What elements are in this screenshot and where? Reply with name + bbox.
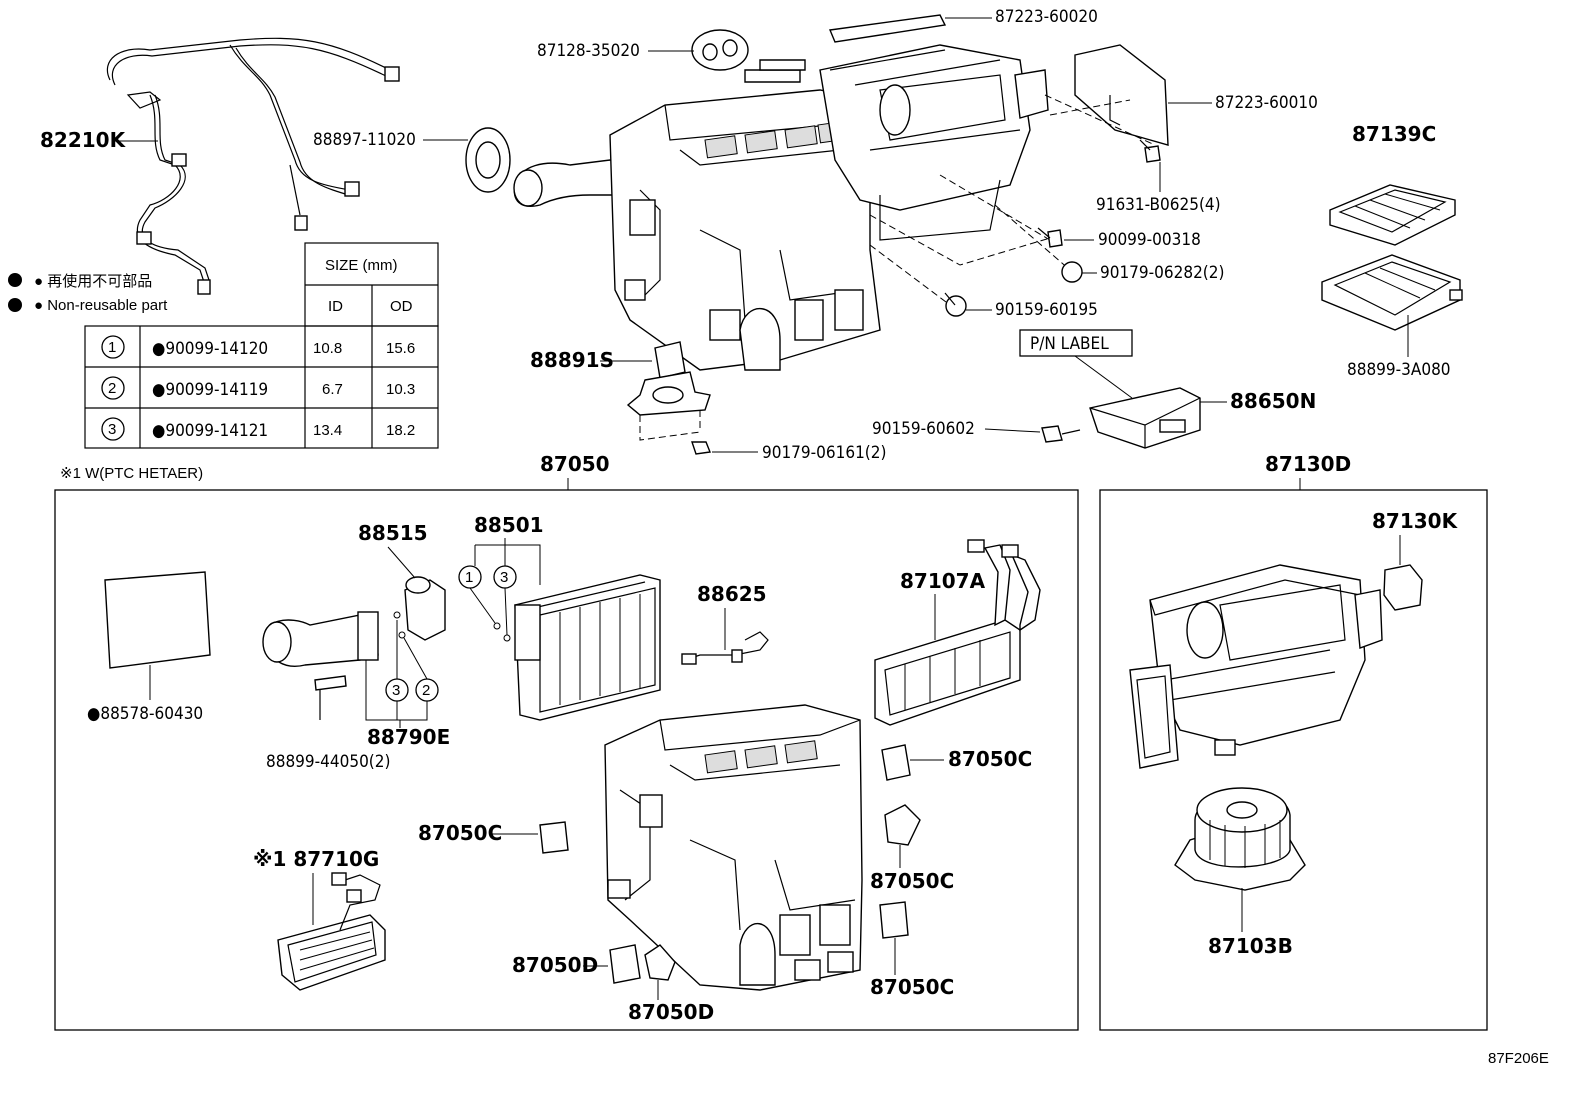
label-87130D: 87130D <box>1265 452 1351 476</box>
pipe-drawing <box>262 611 406 720</box>
label-87223-60020: 87223-60020 <box>995 7 1098 27</box>
seal-drawing <box>644 944 676 981</box>
label-87139C: 87139C <box>1352 122 1436 146</box>
size-table: SIZE (mm) ID OD 1 ●90099-14120 10.8 15.6… <box>84 242 439 449</box>
table-col-od: OD <box>390 298 413 315</box>
label-88501: 88501 <box>474 513 544 537</box>
table-row-part: ●90099-14120 <box>152 339 268 359</box>
seal-drawing <box>879 901 909 939</box>
module-drawing <box>1041 387 1201 449</box>
label-88899-44050: 88899-44050(2) <box>266 752 390 772</box>
circled-number <box>101 417 125 441</box>
label-90179-06161: 90179-06161(2) <box>762 443 886 463</box>
circled-number <box>101 335 125 359</box>
table-row-part: ●90099-14119 <box>152 380 268 400</box>
label-87050C-d: 87050C <box>870 975 954 999</box>
table-row-od: 10.3 <box>386 381 415 398</box>
bullet-icon <box>8 273 22 287</box>
blower-motor-drawing <box>1174 787 1306 891</box>
label-88578-60430: ●88578-60430 <box>87 704 203 724</box>
circled-number <box>101 376 125 400</box>
label-88650N: 88650N <box>1230 389 1316 413</box>
label-87130K: 87130K <box>1372 509 1459 533</box>
pn-label: P/N LABEL <box>1030 334 1109 354</box>
table-row-od: 18.2 <box>386 422 415 439</box>
diagram-code: 87F206E <box>1488 1050 1549 1067</box>
label-87050C-b: 87050C <box>418 821 502 845</box>
label-90179-06282: 90179-06282(2) <box>1100 263 1224 283</box>
table-size-header: SIZE (mm) <box>325 257 398 274</box>
heater-case-drawing <box>604 704 863 991</box>
table-row-part: ●90099-14121 <box>152 421 268 441</box>
label-87107A: 87107A <box>900 569 986 593</box>
table-col-id: ID <box>328 298 343 315</box>
circled-3: 3 <box>392 682 400 699</box>
label-90159-60195: 90159-60195 <box>995 300 1098 320</box>
table-row-no: 1 <box>108 339 116 356</box>
expansion-valve-drawing <box>404 576 446 641</box>
label-88790E: 88790E <box>367 725 450 749</box>
label-90099-00318: 90099-00318 <box>1098 230 1201 250</box>
circled-1: 1 <box>465 569 473 586</box>
circled-3: 3 <box>500 569 508 586</box>
table-row-no: 3 <box>108 421 116 438</box>
hvac-unit-drawing <box>465 14 1169 371</box>
label-87223-60010: 87223-60010 <box>1215 93 1318 113</box>
group-87050-box <box>54 489 1079 1031</box>
group-87130D-box <box>1099 489 1488 1031</box>
table-row-id: 6.7 <box>322 381 343 398</box>
evaporator-drawing <box>493 574 661 721</box>
circled-2: 2 <box>422 682 430 699</box>
table-row-od: 15.6 <box>386 340 415 357</box>
label-88899-3A080: 88899-3A080 <box>1347 360 1451 380</box>
label-87103B: 87103B <box>1208 934 1293 958</box>
table-row-id: 10.8 <box>313 340 342 357</box>
legend-jp: ● 再使用不可部品 <box>34 273 152 290</box>
label-87128-35020: 87128-35020 <box>537 41 640 61</box>
actuator-drawing <box>626 341 711 455</box>
sensor-drawing <box>681 631 769 665</box>
label-90159-60602: 90159-60602 <box>872 419 975 439</box>
seal-drawing <box>881 744 911 781</box>
ptc-heater-drawing <box>277 872 386 991</box>
label-87050: 87050 <box>540 452 610 476</box>
label-87050C-c: 87050C <box>870 869 954 893</box>
blower-assembly-drawing <box>1129 564 1423 769</box>
label-88515: 88515 <box>358 521 428 545</box>
gasket-drawing <box>104 571 211 669</box>
label-87710G: ※1 87710G <box>253 847 379 871</box>
heater-core-drawing <box>874 539 1041 726</box>
label-87050C-a: 87050C <box>948 747 1032 771</box>
table-row-no: 2 <box>108 380 116 397</box>
filter-drawing <box>1321 184 1463 331</box>
note-ptc-heater: ※1 W(PTC HETAER) <box>60 465 203 482</box>
wire-harness-drawing <box>106 37 400 295</box>
legend-en: ● Non-reusable part <box>34 297 168 314</box>
seal-drawing <box>884 804 921 846</box>
label-87050D-a: 87050D <box>512 953 598 977</box>
seal-drawing <box>609 944 641 984</box>
label-88625: 88625 <box>697 582 767 606</box>
label-91631-B0625: 91631-B0625(4) <box>1096 195 1221 215</box>
seal-drawing <box>539 821 569 854</box>
label-88891S: 88891S <box>530 348 614 372</box>
label-88897-11020: 88897-11020 <box>313 130 416 150</box>
label-82210K: 82210K <box>40 128 127 152</box>
label-87050D-b: 87050D <box>628 1000 714 1024</box>
pn-label-box <box>1019 329 1133 357</box>
table-row-id: 13.4 <box>313 422 342 439</box>
bullet-icon <box>8 298 22 312</box>
